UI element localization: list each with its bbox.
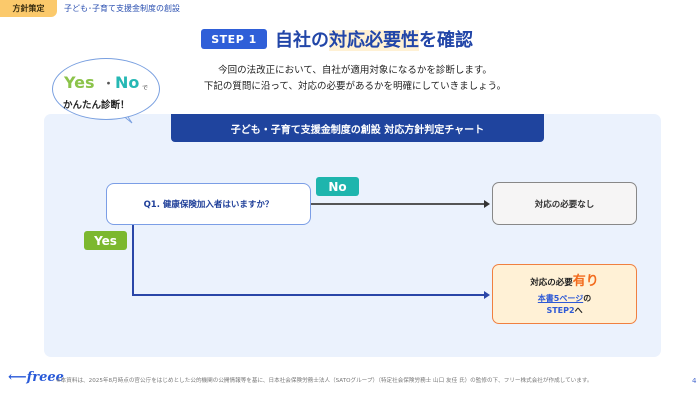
intro-line-2: 下記の質問に沿って、対応の必要があるかを明確にしていきましょう。 [203,81,507,92]
section-tag: 方針策定 [0,0,57,17]
step2-text: STEP2 [546,306,575,315]
footnote: ※本資料は、2025年8月時点の官公庁をはじめとした公的機関の公開情報等を基に、… [56,378,593,384]
intro-line-1: 今回の法改正において、自社が適用対象になるかを診断します。 [218,65,492,76]
step-badge: STEP 1 [201,29,267,49]
page-number: 4 [692,377,697,385]
bubble-dot: ・ [103,77,114,90]
arrow-right-icon [484,291,490,299]
result-action-heading: 対応の必要有り [493,270,636,289]
page-title: 自社の対応必要性を確認 [275,26,473,52]
title-highlight: 対応必要性 [329,30,419,51]
page-5-link[interactable]: 本書5ページ [537,294,584,303]
arrow-right-icon [484,200,490,208]
step2-suffix: へ [574,306,583,315]
yes-connector-vertical [132,225,134,295]
question-box: Q1. 健康保険加入者はいますか？ [106,183,311,225]
logo-text: freee [26,370,64,385]
no-label: No [316,177,359,196]
yes-label: Yes [84,231,127,250]
result-action-link-line: 本書5ページの STEP2へ [493,293,636,317]
result-need-emphasis: 有り [572,274,599,289]
bubble-easy-diagnosis: かんたん診断！ [63,100,130,111]
link-suffix: の [583,294,592,303]
result-action-required: 対応の必要有り 本書5ページの STEP2へ [492,264,637,324]
bubble-yes: Yes [64,73,95,92]
logo-arrow-icon: ⟵ [8,370,27,385]
result-no-action: 対応の必要なし [492,182,637,225]
bubble-no: No [115,73,140,92]
speech-bubble: Yes ・ No で かんたん診断！ [52,58,160,120]
title-prefix: 自社の [275,30,329,51]
freee-logo: ⟵freee [8,370,64,385]
intro-text: 今回の法改正において、自社が適用対象になるかを診断します。 下記の質問に沿って、… [170,63,540,95]
bubble-de: で [142,85,149,92]
result-need-prefix: 対応の必要 [530,278,573,288]
breadcrumb: 子ども･子育て支援金制度の創設 [64,4,180,13]
chart-title: 子ども・子育て支援金制度の創設 対応方針判定チャート [171,114,544,142]
title-suffix: を確認 [419,30,473,51]
yes-connector-horizontal [132,294,486,296]
no-connector-line [311,203,486,205]
